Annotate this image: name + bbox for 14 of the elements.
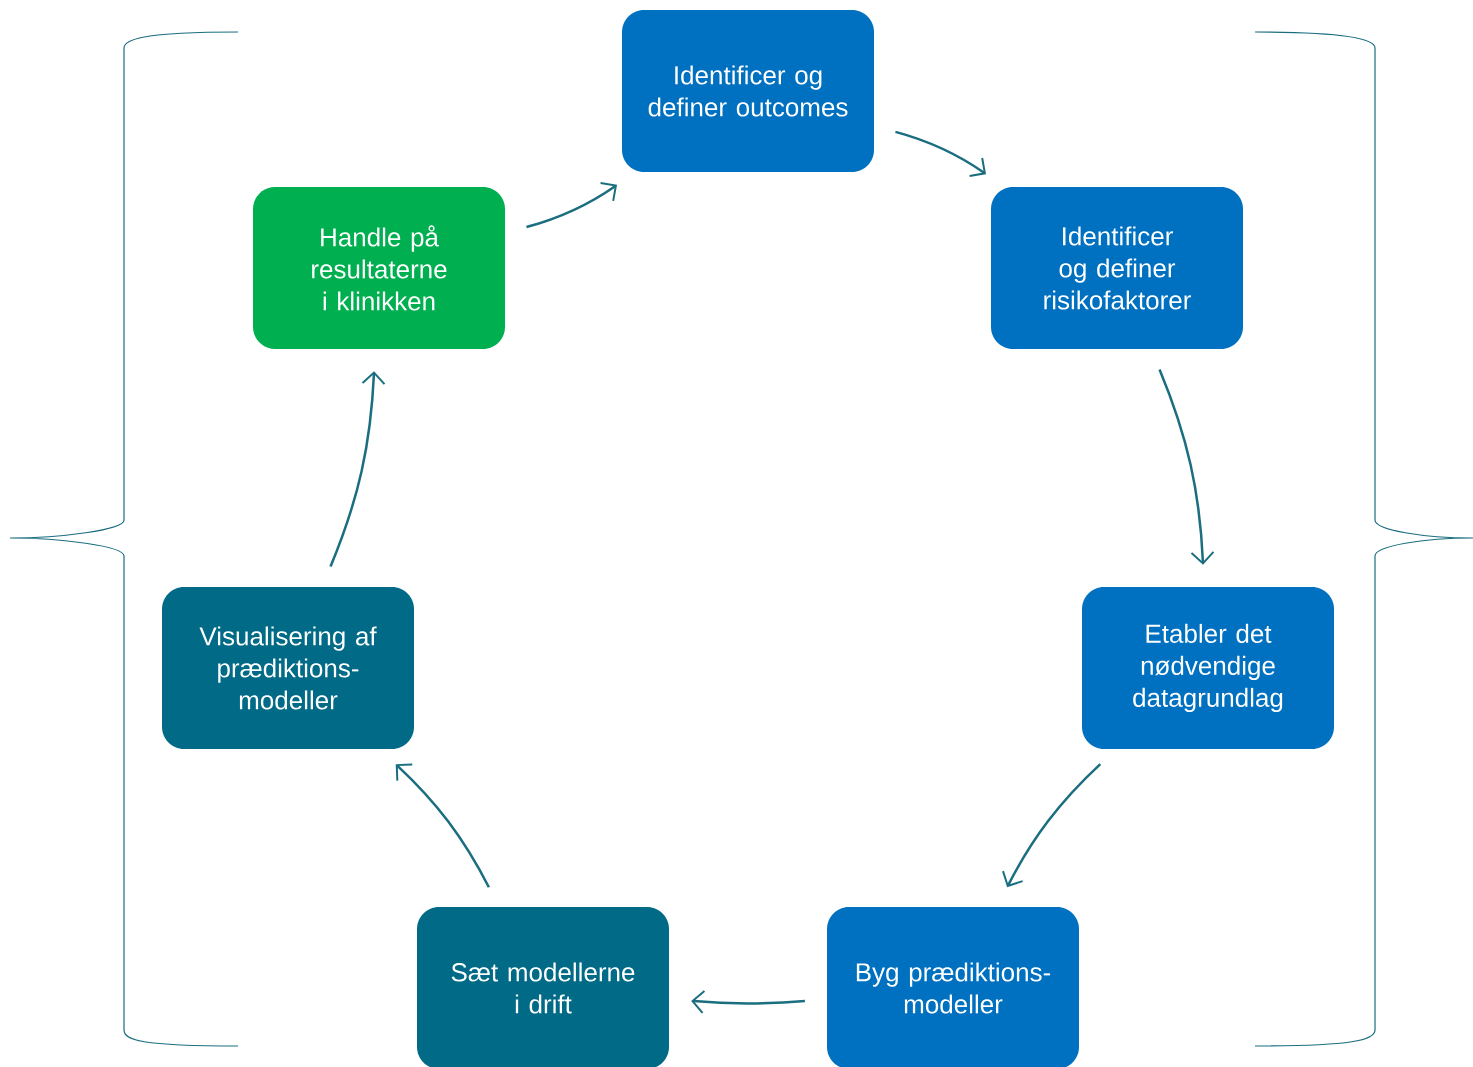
process-box: Sæt modellerne i drift <box>417 907 669 1067</box>
arrow <box>395 763 490 888</box>
arrow <box>329 371 386 567</box>
arrow <box>691 990 805 1014</box>
arrow <box>1158 369 1215 565</box>
arrow <box>1002 763 1102 888</box>
arrow <box>526 181 618 229</box>
arrow <box>895 130 987 178</box>
process-box: Identificer og definer risikofaktorer <box>991 187 1243 349</box>
process-box: Byg prædiktions- modeller <box>827 907 1079 1067</box>
process-box: Etabler det nødvendige datagrundlag <box>1082 587 1334 749</box>
process-box: Visualisering af prædiktions- modeller <box>162 587 414 749</box>
process-box: Identificer og definer outcomes <box>622 10 874 172</box>
process-box: Handle på resultaterne i klinikken <box>253 187 505 349</box>
